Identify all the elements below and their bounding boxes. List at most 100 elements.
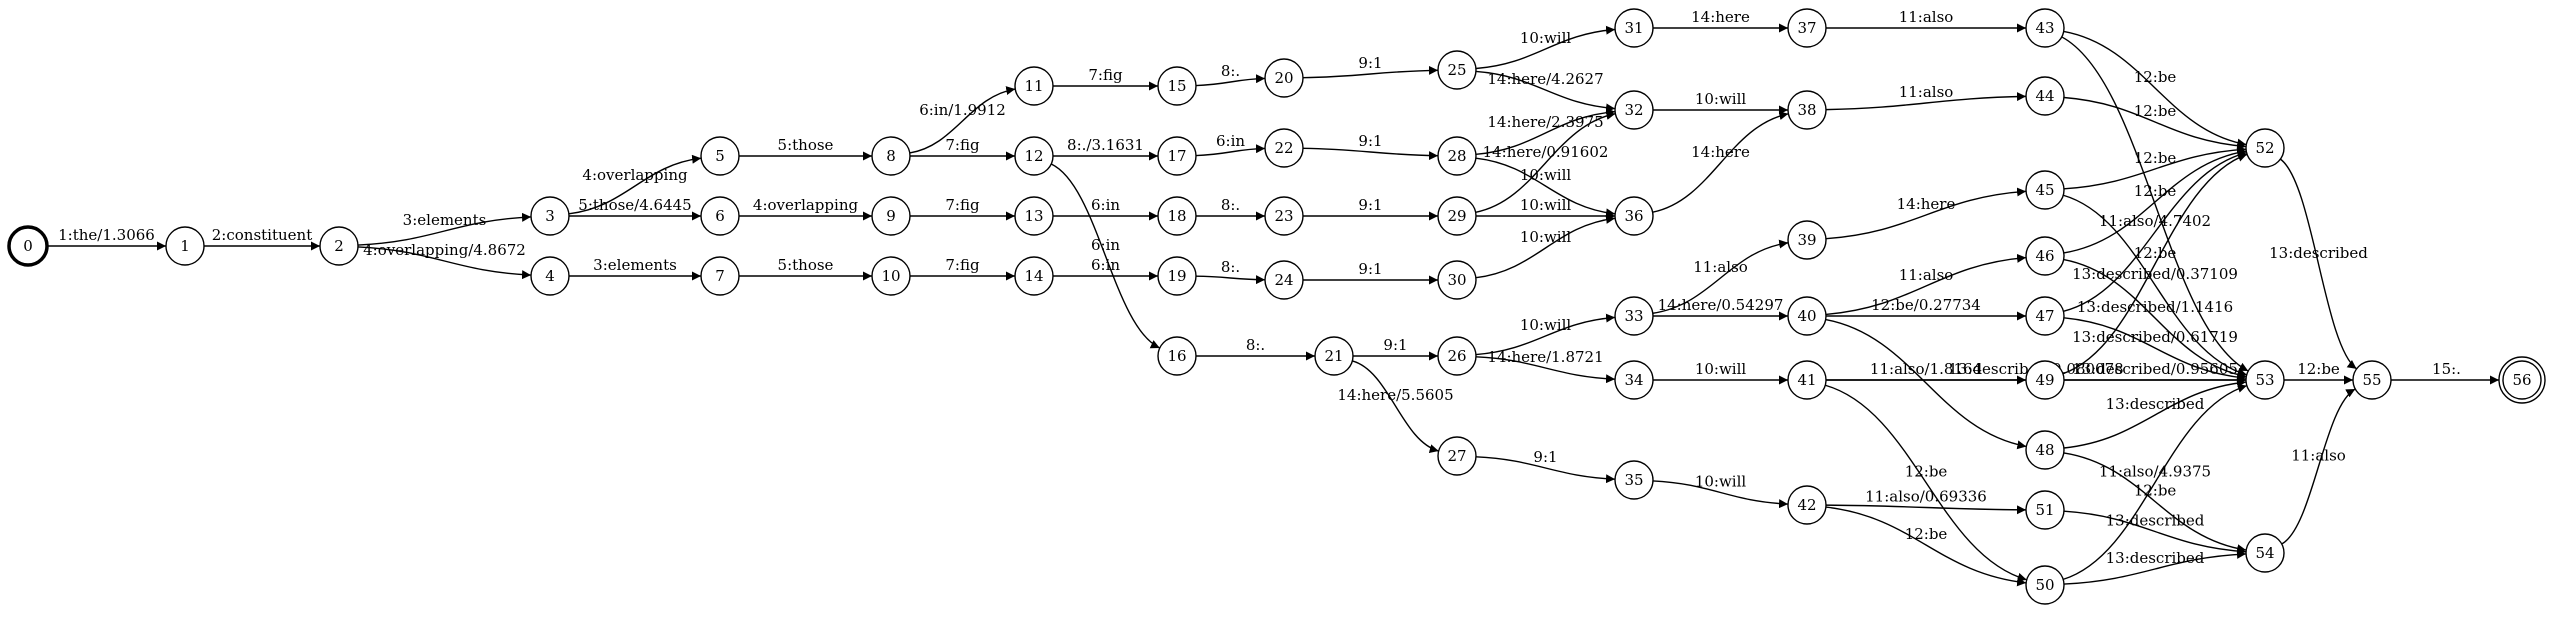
state-label: 8: [886, 147, 896, 165]
edge-label: 3:elements: [593, 256, 677, 274]
state-circle: [1614, 360, 1654, 400]
edge-2-3: 3:elements: [357, 211, 532, 246]
state-label: 53: [2255, 371, 2274, 389]
edge-line: [1475, 157, 1616, 218]
edge-22-28: 9:1: [1302, 132, 1439, 161]
state-49: 49: [2025, 360, 2065, 400]
edge-label: 10:will: [1520, 166, 1572, 184]
edge-label: 14:here/0.54297: [1658, 296, 1784, 314]
edge-label: 12:be: [2134, 68, 2177, 86]
state-circle: [1437, 136, 1477, 176]
edge-26-33: 10:will: [1475, 313, 1616, 356]
edge-54-55: 11:also: [2281, 388, 2356, 545]
edge-28-32: 14:here/2.3975: [1475, 107, 1616, 156]
edge-label: 8:.: [1221, 62, 1240, 80]
edge-label: 10:will: [1695, 90, 1747, 108]
edge-label: 10:will: [1695, 360, 1747, 378]
state-12: 12: [1014, 136, 1054, 176]
state-label: 45: [2035, 181, 2054, 199]
edge-29-32: 14:here/0.91602: [1475, 111, 1616, 213]
state-circle: [700, 196, 740, 236]
state-54: 54: [2245, 533, 2285, 573]
state-circle: [1314, 336, 1354, 376]
state-circle: [1787, 90, 1827, 130]
state-circle: [1787, 220, 1827, 260]
start-state-circle: [7, 225, 49, 267]
edge-label: 6:in: [1091, 256, 1120, 274]
edge-line: [1825, 187, 2027, 240]
state-circle: [1264, 260, 1304, 300]
state-26: 26: [1437, 336, 1477, 376]
state-42: 42: [1787, 485, 1827, 525]
state-5: 5: [700, 136, 740, 176]
state-35: 35: [1614, 460, 1654, 500]
state-44: 44: [2025, 76, 2065, 116]
edge-line: [1050, 163, 1161, 349]
edge-label: 11:also/1.8164: [1870, 360, 1982, 378]
edge-43-53: [2061, 36, 2249, 372]
edge-label: 4:overlapping: [753, 196, 859, 214]
edge-label: 9:1: [1383, 336, 1407, 354]
edge-line: [357, 246, 532, 280]
state-3: 3: [530, 196, 570, 236]
state-label: 47: [2035, 307, 2054, 325]
edge-13-18: 6:in: [1052, 196, 1158, 221]
state-label: 52: [2255, 139, 2274, 157]
state-circle: [1157, 196, 1197, 236]
edge-18-23: 8:.: [1195, 196, 1265, 221]
edge-line: [1475, 214, 1616, 279]
state-24: 24: [1264, 260, 1304, 300]
edge-20-25: 9:1: [1302, 54, 1439, 79]
state-label: 35: [1624, 471, 1643, 489]
edge-label: 9:1: [1358, 260, 1382, 278]
state-circle: [871, 136, 911, 176]
state-circle: [2025, 490, 2065, 530]
state-label: 31: [1624, 19, 1643, 37]
edge-label: 13:described: [2106, 395, 2205, 413]
edge-23-29: 9:1: [1303, 196, 1438, 221]
state-label: 34: [1624, 371, 1643, 389]
edge-label: 13:described: [2106, 549, 2205, 567]
edge-line: [1475, 25, 1616, 70]
edge-label: 10:will: [1520, 228, 1572, 246]
state-label: 30: [1447, 271, 1466, 289]
edge-45-53: 13:described/0.37109: [2063, 194, 2247, 377]
edge-label: 6:in: [1216, 132, 1245, 150]
edge-label: 13:described/0.95605: [2072, 360, 2238, 378]
state-22: 22: [1264, 128, 1304, 168]
state-label: 14: [1024, 267, 1043, 285]
edge-label: 13:described/1.1416: [2077, 298, 2233, 316]
edge-line: [2062, 153, 2248, 375]
edge-label: 13:described: [2269, 244, 2368, 262]
state-label: 1: [180, 237, 190, 255]
edge-label: 8:.: [1246, 336, 1265, 354]
state-8: 8: [871, 136, 911, 176]
edge-2-4: 4:overlapping/4.8672: [357, 241, 532, 280]
state-53: 53: [2245, 360, 2285, 400]
state-circle: [871, 256, 911, 296]
edge-label: 10:will: [1695, 473, 1747, 491]
state-label: 26: [1447, 347, 1466, 365]
edge-35-42: 10:will: [1652, 473, 1789, 509]
state-18: 18: [1157, 196, 1197, 236]
state-label: 41: [1797, 371, 1816, 389]
edge-label: 6:in: [1091, 236, 1120, 254]
edge-label: 8:./3.1631: [1067, 136, 1144, 154]
edge-24-30: 9:1: [1303, 260, 1438, 285]
edge-label: 4:overlapping: [582, 166, 688, 184]
state-label: 40: [1797, 307, 1816, 325]
state-41: 41: [1787, 360, 1827, 400]
edge-label: 12:be: [2134, 149, 2177, 167]
edge-28-36: 10:will: [1475, 157, 1616, 218]
edge-3-6: 5:those/4.6445: [568, 196, 701, 221]
edge-label: 7:fig: [945, 256, 980, 274]
edge-line: [2281, 388, 2356, 545]
edge-label: 9:1: [1358, 54, 1382, 72]
edge-label: 9:1: [1358, 196, 1382, 214]
edge-26-34: 14:here/1.8721: [1475, 348, 1616, 384]
state-circle: [1437, 50, 1477, 90]
state-circle: [1614, 8, 1654, 48]
edge-40-46: 11:also: [1825, 253, 2027, 316]
edge-43-52: 12:be: [2063, 30, 2247, 148]
state-circle: [1614, 196, 1654, 236]
